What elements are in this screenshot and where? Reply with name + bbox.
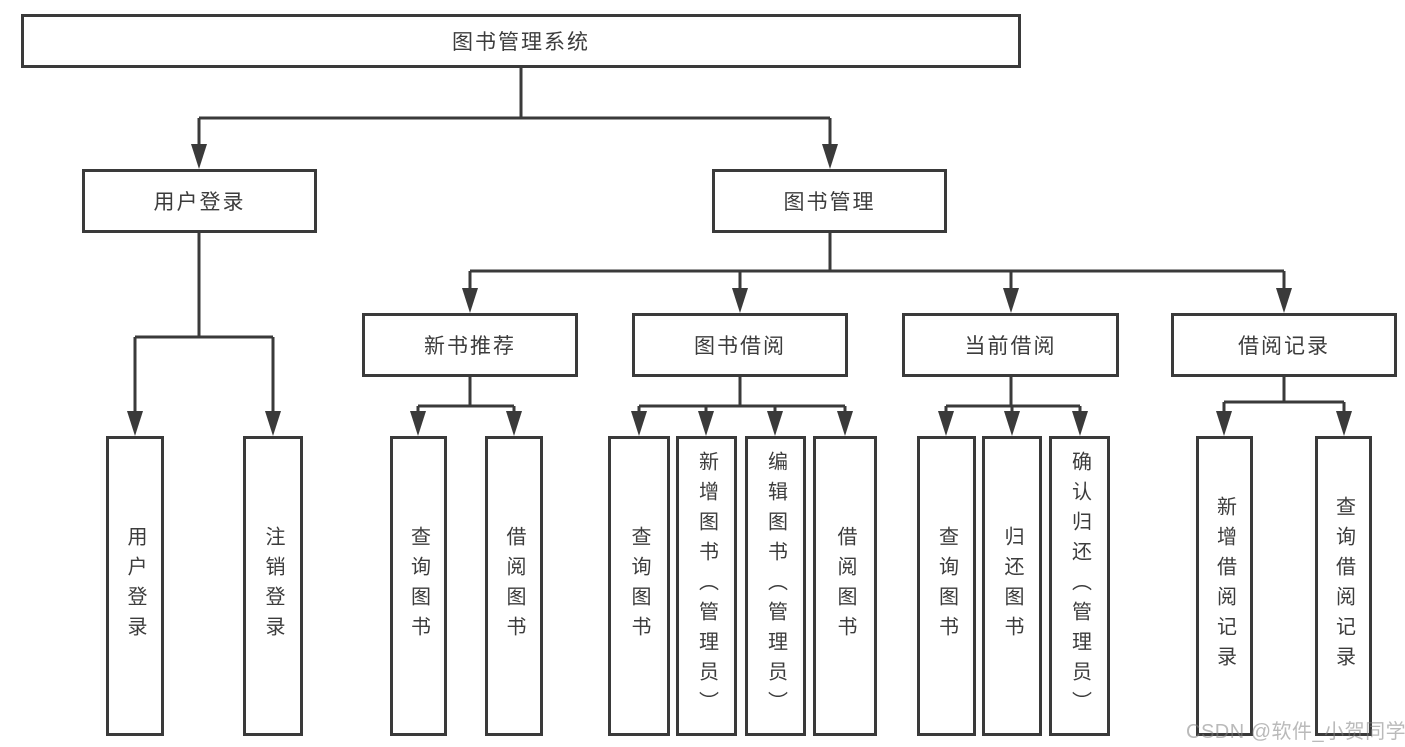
node-user-login: 用户登录 (82, 169, 317, 233)
node-leaf-rec-query-book: 查询图书 (390, 436, 447, 736)
node-current-borrow: 当前借阅 (902, 313, 1119, 377)
node-leaf-bb-add-book-admin: 新增图书（管理员） (676, 436, 737, 736)
edge-book-borrow-children (631, 375, 853, 436)
node-new-book-recommend: 新书推荐 (362, 313, 578, 377)
edge-current-borrow-children (938, 375, 1088, 436)
node-leaf-logout: 注销登录 (243, 436, 303, 736)
edge-book-mgmt-children (462, 231, 1292, 313)
node-leaf-rec-borrow-book: 借阅图书 (485, 436, 543, 736)
node-leaf-bb-edit-book-admin: 编辑图书（管理员） (745, 436, 806, 736)
node-leaf-bb-borrow-book: 借阅图书 (813, 436, 877, 736)
edge-root-to-level2 (191, 67, 838, 169)
node-leaf-br-query-record: 查询借阅记录 (1315, 436, 1372, 736)
node-leaf-cb-query-book: 查询图书 (917, 436, 976, 736)
node-book-management: 图书管理 (712, 169, 947, 233)
node-leaf-br-add-record: 新增借阅记录 (1196, 436, 1253, 736)
node-leaf-cb-return-book: 归还图书 (982, 436, 1042, 736)
edge-user-login-children (127, 231, 281, 436)
node-root-system: 图书管理系统 (21, 14, 1021, 68)
node-borrow-record: 借阅记录 (1171, 313, 1397, 377)
node-book-borrow: 图书借阅 (632, 313, 848, 377)
edge-new-book-rec-children (410, 375, 522, 436)
node-leaf-bb-query-book: 查询图书 (608, 436, 670, 736)
node-leaf-user-login: 用户登录 (106, 436, 164, 736)
node-leaf-cb-confirm-return-admin: 确认归还（管理员） (1049, 436, 1110, 736)
watermark: CSDN @软件_小贺同学 (1186, 721, 1405, 743)
edge-borrow-record-children (1216, 375, 1352, 436)
